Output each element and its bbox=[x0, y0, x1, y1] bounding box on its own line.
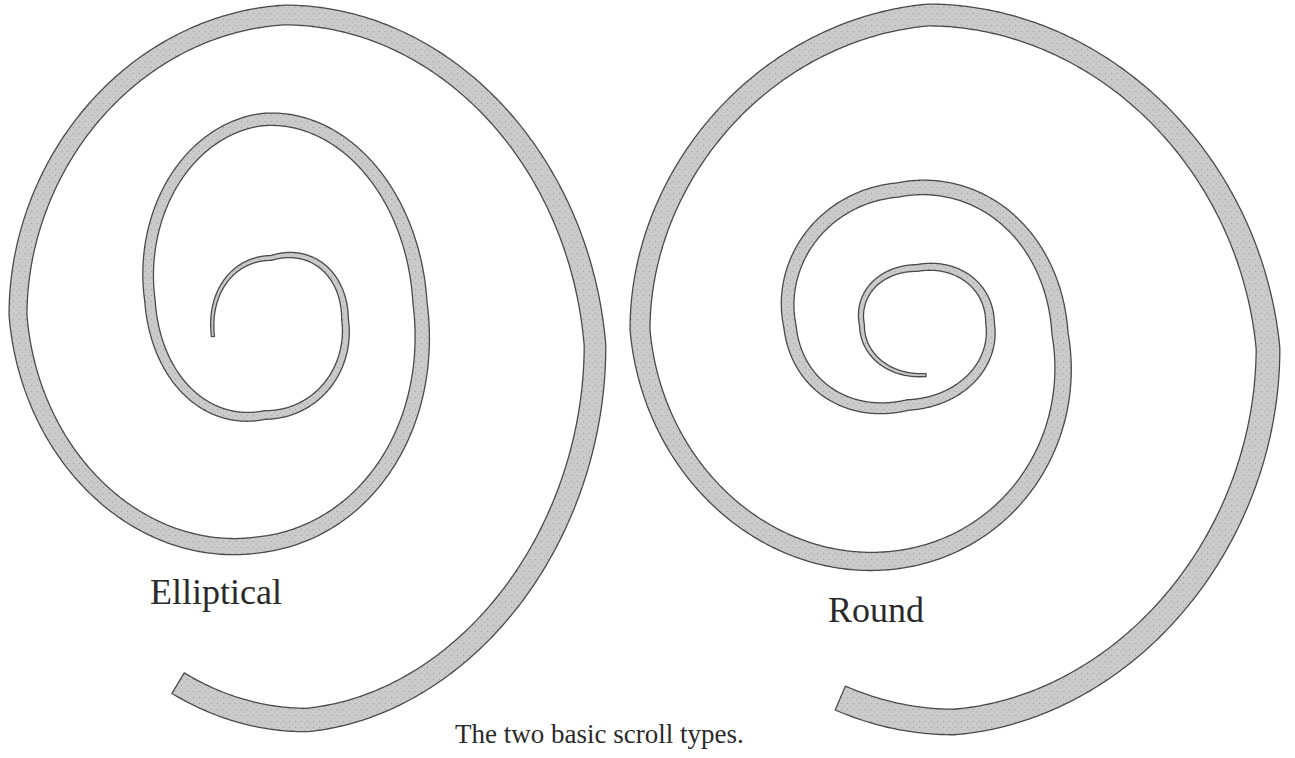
scroll-label: Elliptical bbox=[150, 572, 282, 612]
label-holder: Round bbox=[828, 590, 924, 631]
label-holder: Elliptical bbox=[150, 572, 282, 613]
caption-holder: The two basic scroll types. bbox=[455, 719, 744, 750]
elliptical-scroll bbox=[9, 5, 606, 732]
round-scroll bbox=[630, 4, 1280, 735]
caption: The two basic scroll types. bbox=[455, 719, 744, 749]
scroll-label: Round bbox=[828, 590, 924, 630]
